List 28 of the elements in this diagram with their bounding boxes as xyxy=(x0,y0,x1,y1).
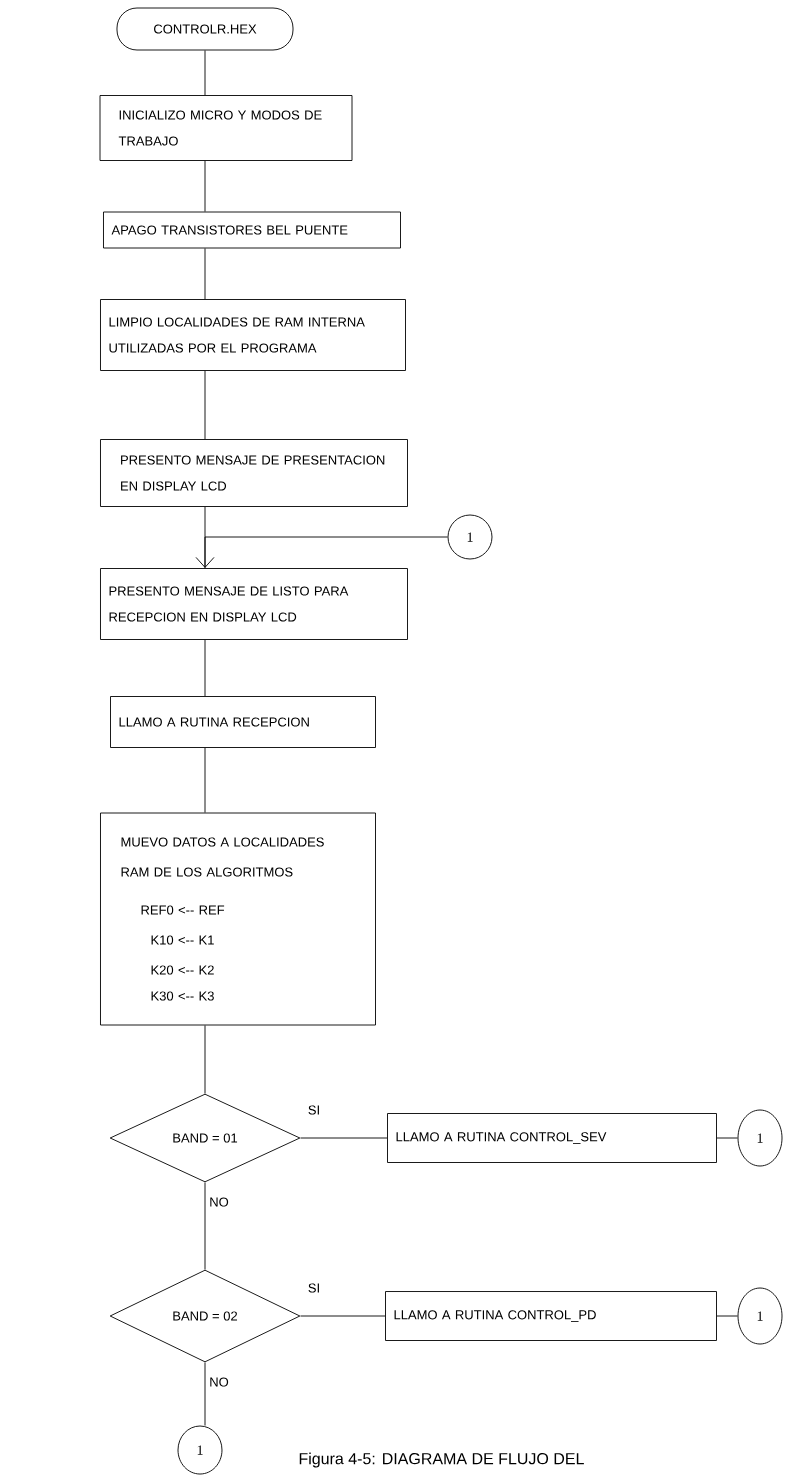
connector-line xyxy=(204,50,206,96)
connector-line xyxy=(204,1025,206,1094)
connector-line xyxy=(204,370,206,440)
process-box: PRESENTO MENSAJE DE PRESENTACION EN DISPLAY LCD xyxy=(100,439,408,507)
process-box: LIMPIO LOCALIDADES DE RAM INTERNA UTILIZADAS POR EL PROGRAMA xyxy=(100,299,406,371)
process-box: MUEVO DATOS A LOCALIDADES RAM DE LOS ALGORITMOS REF0 <-- REF K10 <-- K1 K20 <-- K2 K30 <-- K3 xyxy=(100,812,376,1026)
process-box: PRESENTO MENSAJE DE LISTO PARA RECEPCION EN DISPLAY LCD xyxy=(100,568,408,640)
connector-line xyxy=(300,1315,386,1317)
connector-line xyxy=(204,248,206,300)
process-box: INICIALIZO MICRO Y MODOS DE TRABAJO xyxy=(99,95,353,161)
connector-line xyxy=(204,747,206,813)
edge-label: NO xyxy=(208,1196,230,1208)
process-box: LLAMO A RUTINA CONTROL_PD xyxy=(385,1291,717,1341)
connector-line xyxy=(204,1362,206,1426)
edge-label: SI xyxy=(306,1282,322,1294)
connector-line xyxy=(204,1182,206,1270)
process-box: APAGO TRANSISTORES BEL PUENTE xyxy=(103,211,401,249)
edge-label: NO xyxy=(208,1376,230,1388)
connector-line xyxy=(204,639,206,697)
connector-line xyxy=(716,1315,738,1317)
edge-label: SI xyxy=(306,1104,322,1116)
figure-caption: Figura 4-5: DIAGRAMA DE FLUJO DEL xyxy=(299,1452,584,1468)
connector-line xyxy=(204,160,206,212)
connector-line xyxy=(716,1137,738,1139)
process-box: LLAMO A RUTINA CONTROL_SEV xyxy=(387,1113,717,1163)
connector-line xyxy=(300,1137,388,1139)
arrow xyxy=(195,536,448,568)
process-box: LLAMO A RUTINA RECEPCION xyxy=(110,696,376,748)
